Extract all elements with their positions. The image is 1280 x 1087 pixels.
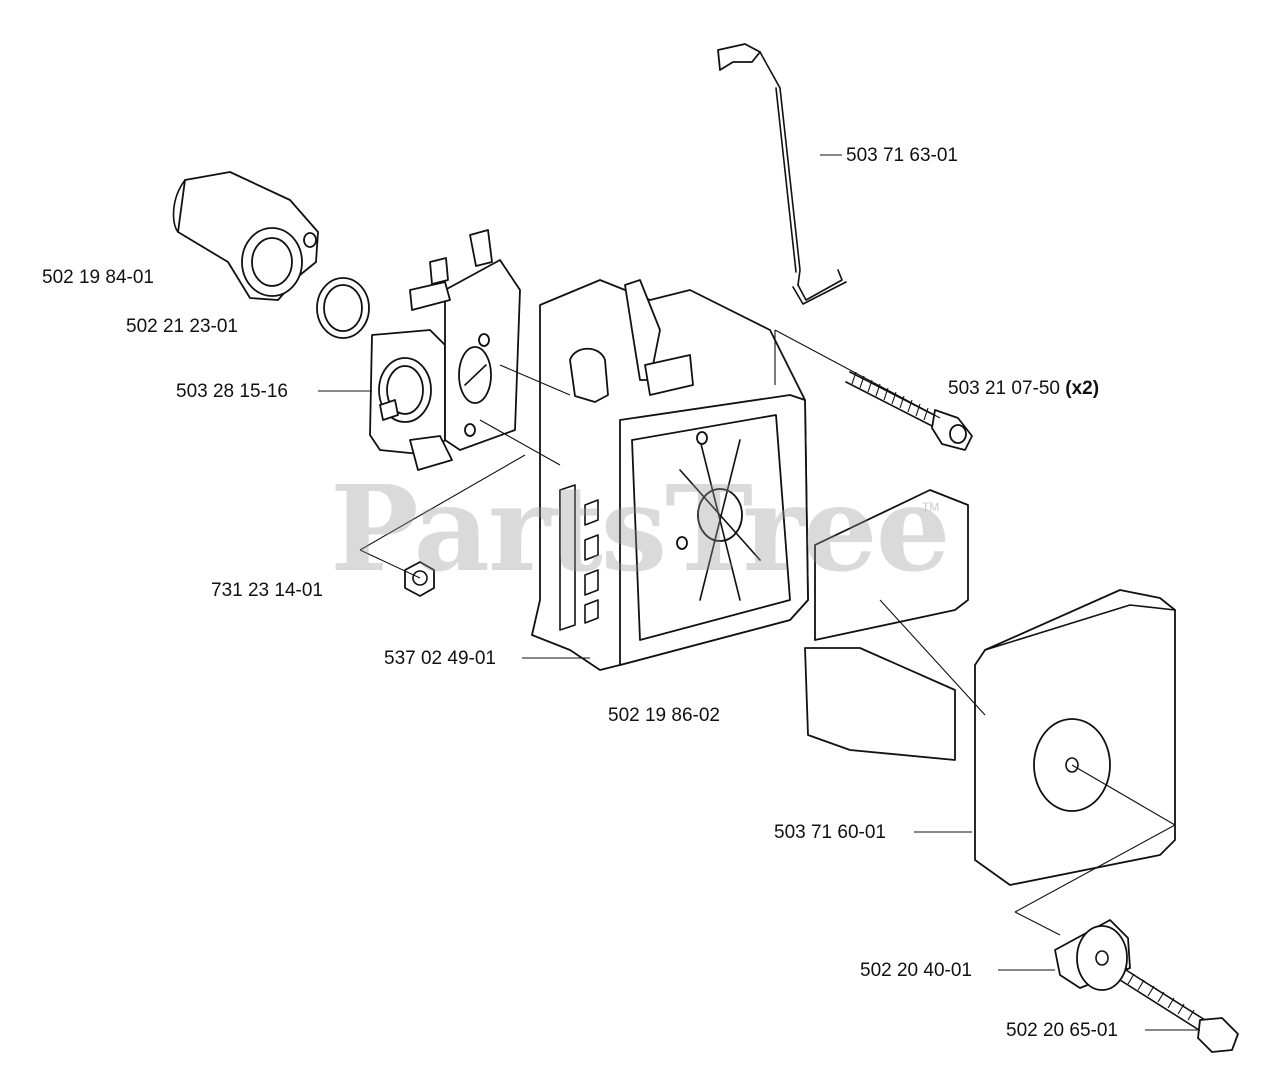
cover-knob	[1054, 919, 1131, 991]
knob-screw	[1119, 969, 1239, 1053]
filter-element	[804, 489, 969, 761]
part-label-537-02-49-01[interactable]: 537 02 49-01	[384, 648, 496, 669]
part-label-502-20-40-01[interactable]: 502 20 40-01	[860, 960, 972, 981]
part-label-503-71-60-01[interactable]: 503 71 60-01	[774, 822, 886, 843]
carburetor	[369, 229, 521, 471]
gasket-ring	[316, 277, 370, 339]
part-label-503-71-63-01[interactable]: 503 71 63-01	[846, 145, 958, 166]
part-label-502-21-23-01[interactable]: 502 21 23-01	[126, 316, 238, 337]
part-label-503-21-07-50[interactable]: 503 21 07-50 (x2)	[948, 378, 1100, 399]
watermark: PartsTree	[330, 459, 951, 598]
part-label-502-19-84-01[interactable]: 502 19 84-01	[42, 267, 154, 288]
choke-rod	[717, 43, 847, 305]
quantity-badge: (x2)	[1065, 378, 1100, 399]
part-label-503-28-15-16[interactable]: 503 28 15-16	[176, 381, 288, 402]
part-label-502-20-65-01[interactable]: 502 20 65-01	[1006, 1020, 1118, 1041]
assembly-lines	[359, 329, 1176, 936]
air-filter-housing	[531, 279, 809, 671]
part-label-731-23-14-01[interactable]: 731 23 14-01	[211, 580, 323, 601]
part-label-502-19-86-02[interactable]: 502 19 86-02	[608, 705, 720, 726]
intake-manifold	[172, 171, 319, 301]
label-leaders	[318, 154, 1200, 1031]
hex-nut	[404, 561, 435, 597]
watermark-tm: TM	[922, 500, 940, 514]
